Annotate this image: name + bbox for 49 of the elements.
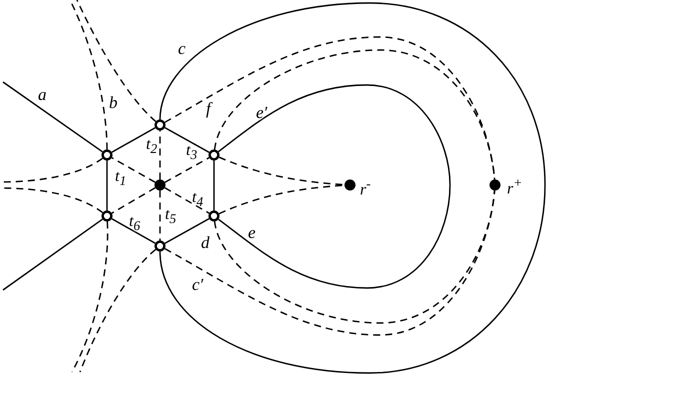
open-vertex (154, 119, 166, 131)
solid-curve (159, 2, 546, 374)
solid-curve (218, 84, 451, 289)
curve-label: b (109, 94, 118, 111)
filled-vertex (154, 179, 166, 191)
dashed-curve (218, 184, 345, 214)
vertex-label: t$_{1}$ (115, 169, 126, 188)
vertex-label: t$_{5}$ (165, 207, 176, 226)
solid-curve (2, 81, 103, 152)
filled-vertex (344, 179, 356, 191)
filled-vertex (489, 179, 501, 191)
solid-curve (2, 218, 103, 291)
dashed-curve (111, 187, 156, 214)
dashed-curve (79, 248, 156, 372)
curve-label: a (38, 86, 46, 103)
vertex-label: r$^{+}$ (507, 176, 522, 198)
open-vertex (154, 240, 166, 252)
dashed-curve (76, 0, 156, 122)
solid-curve (106, 160, 108, 210)
open-vertex (101, 210, 113, 222)
dashed-curve (164, 157, 210, 183)
dashed-curve (218, 156, 345, 186)
dashed-curve (164, 190, 496, 336)
vertex-label: t$_{4}$ (192, 190, 204, 209)
vertex-label: t$_{2}$ (146, 137, 158, 156)
open-vertex (208, 149, 220, 161)
dashed-curve (71, 221, 108, 372)
solid-curve (111, 127, 156, 153)
open-vertex (101, 149, 113, 161)
solid-curve (213, 160, 215, 210)
dashed-curve (159, 190, 161, 240)
vertex-label: t$_{3}$ (186, 143, 198, 162)
curve-label: f (206, 100, 211, 117)
dashed-curve (164, 36, 496, 180)
curve-label: c′ (192, 276, 204, 293)
dashed-curve (164, 187, 210, 214)
open-vertex (208, 210, 220, 222)
solid-curve (164, 218, 210, 244)
curve-label: c (178, 40, 186, 57)
dashed-curve (159, 130, 161, 180)
vertex-label: t$_{6}$ (129, 214, 140, 233)
vertex-label: r$^{-}$ (360, 177, 371, 198)
curve-label: e′ (256, 104, 268, 121)
curve-label: d (201, 234, 210, 251)
curve-label: e (248, 224, 256, 241)
solid-curve (111, 218, 156, 244)
solid-curve (164, 127, 210, 153)
dashed-curve (214, 49, 496, 180)
dashed-curve (111, 157, 156, 183)
